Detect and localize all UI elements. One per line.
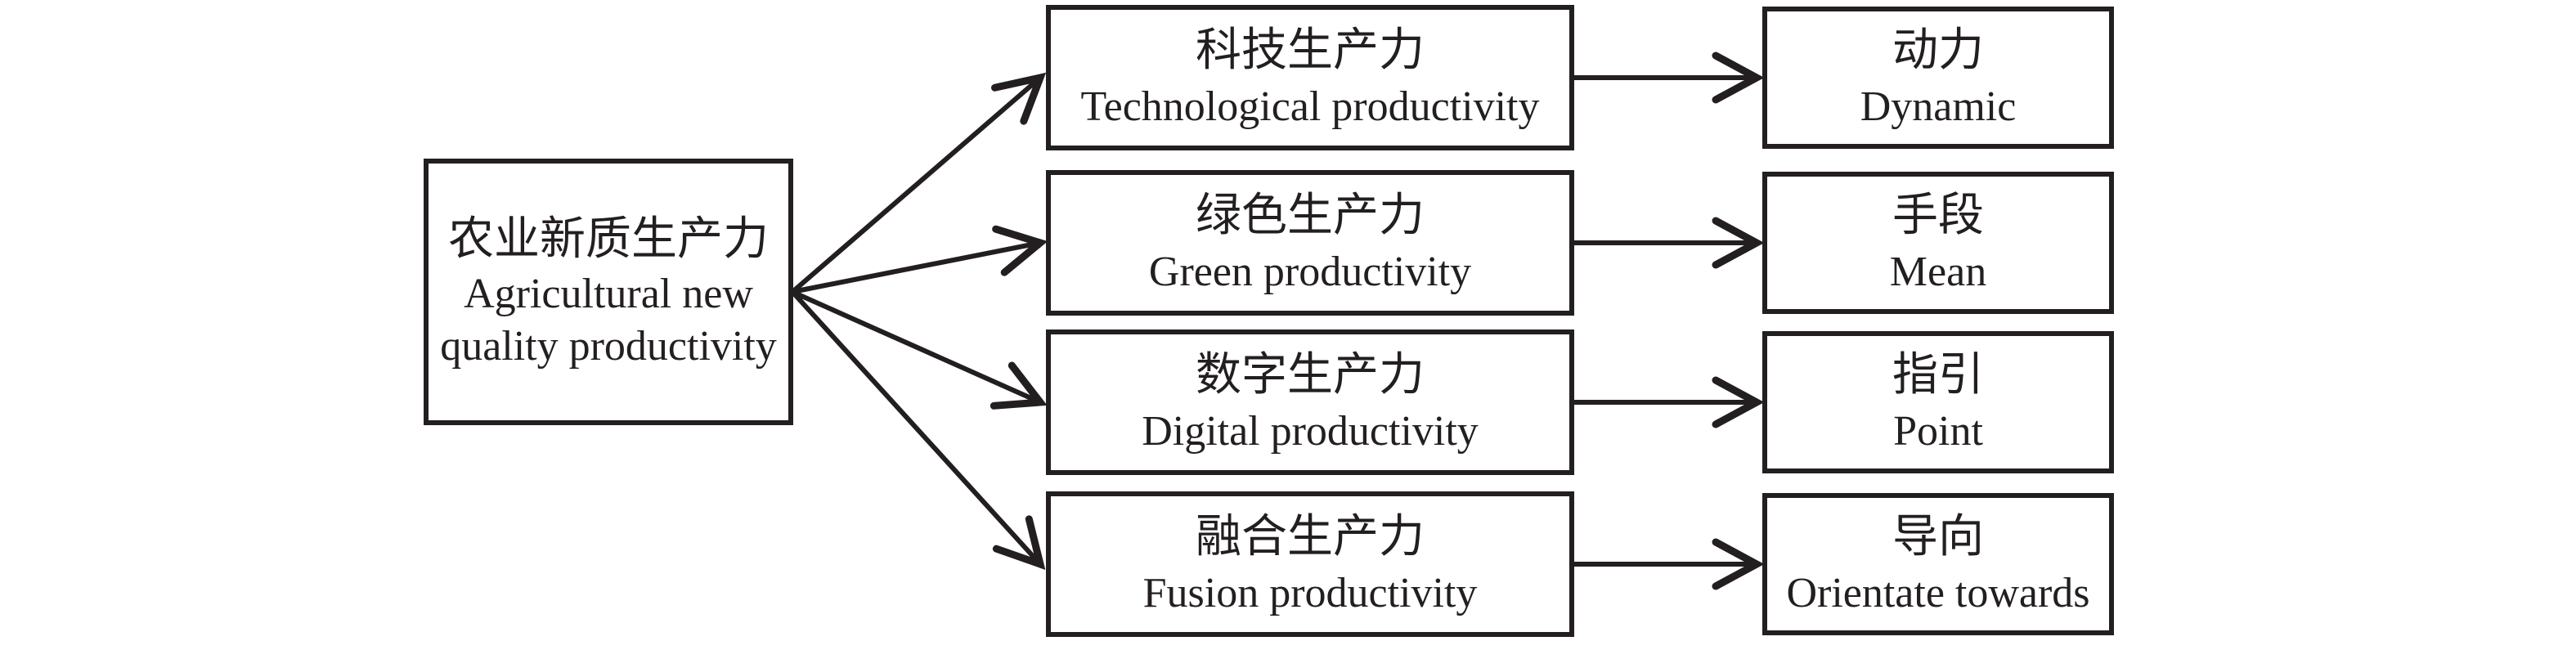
arrow-root-to-digital <box>791 289 1048 410</box>
outcome-label-zh: 手段 <box>1892 191 1984 241</box>
outcome-box-orientate: 导向 Orientate towards <box>1762 493 2114 635</box>
outcome-box-point: 指引 Point <box>1762 331 2114 473</box>
outcome-box-dynamic: 动力 Dynamic <box>1762 7 2114 149</box>
root-title-en-line1: Agricultural new <box>464 271 753 317</box>
outcome-label-en: Point <box>1893 408 1983 455</box>
branch-label-en: Green productivity <box>1148 249 1472 295</box>
arrow-root-to-fusion <box>790 289 1046 571</box>
branch-box-fusion: 融合生产力 Fusion productivity <box>1046 491 1574 637</box>
branch-label-en: Technological productivity <box>1080 83 1540 130</box>
branch-box-technological: 科技生产力 Technological productivity <box>1046 5 1574 150</box>
branch-label-en: Digital productivity <box>1142 408 1479 455</box>
branch-label-en: Fusion productivity <box>1142 570 1478 616</box>
root-title-zh: 农业新质生产力 <box>448 214 769 265</box>
outcome-label-zh: 指引 <box>1892 350 1984 401</box>
arrow-root-to-technological <box>791 72 1047 294</box>
root-box: 农业新质生产力 Agricultural new quality product… <box>424 159 793 425</box>
outcome-box-mean: 手段 Mean <box>1762 172 2114 314</box>
branch-label-zh: 数字生产力 <box>1196 350 1425 401</box>
branch-label-zh: 融合生产力 <box>1196 512 1425 563</box>
outcome-label-en: Orientate towards <box>1786 570 2090 616</box>
outcome-label-en: Dynamic <box>1860 83 2017 130</box>
outcome-label-zh: 动力 <box>1892 25 1984 76</box>
branch-box-digital: 数字生产力 Digital productivity <box>1046 329 1574 475</box>
outcome-label-zh: 导向 <box>1892 512 1984 563</box>
branch-box-green: 绿色生产力 Green productivity <box>1046 170 1574 316</box>
branch-label-zh: 绿色生产力 <box>1196 191 1425 241</box>
root-title-en-line2: quality productivity <box>440 323 777 370</box>
arrow-root-to-green <box>792 225 1048 294</box>
outcome-label-en: Mean <box>1889 249 1987 295</box>
branch-label-zh: 科技生产力 <box>1196 25 1425 76</box>
